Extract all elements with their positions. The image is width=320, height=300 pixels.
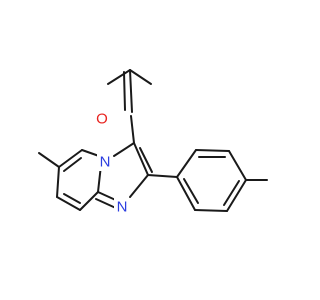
bond-c7-c8 <box>56 196 81 211</box>
bond-ar1-ar2 <box>176 149 197 178</box>
bond-ar4-ar5 <box>226 179 247 212</box>
bond-c3-c2 <box>133 142 149 176</box>
bond-ch2-c3 <box>130 115 135 144</box>
bond-c6-c7 <box>56 166 60 198</box>
bond-carbonyl-ch2 <box>129 69 152 85</box>
bond-c7-c8-double <box>63 193 81 204</box>
molecule-structure: O N N <box>38 69 268 216</box>
bond-ar3-ar4 <box>228 150 247 181</box>
bond-c2-aryl <box>147 174 178 178</box>
bond-c5-c6 <box>58 149 83 168</box>
atom-o-label: O <box>96 111 108 128</box>
bond-c6-methyl <box>38 152 60 168</box>
atom-n-imidazole-label: N <box>117 199 128 216</box>
bond-ar4-ar5-inner <box>223 180 240 206</box>
bonds <box>38 69 268 212</box>
bond-ar6-ar1-inner <box>183 178 199 204</box>
bond-c3-n4 <box>113 142 135 157</box>
bond-ar2-ar3 <box>195 149 230 152</box>
bond-c8-c8a <box>79 191 99 211</box>
bond-n4-c5 <box>81 149 100 157</box>
atom-n-bridgehead-label: N <box>100 154 111 171</box>
bond-ar5-ar6 <box>194 209 228 212</box>
bond-methyl-carbonyl <box>107 69 131 85</box>
bond-carbonyl-o-double <box>123 71 126 111</box>
bond-c3-c2-double <box>139 147 153 173</box>
bond-c5-c6-double <box>63 157 82 172</box>
bond-carbonyl-o <box>129 69 133 113</box>
bond-ar6-ar1 <box>176 176 196 211</box>
bond-c2-n1 <box>129 174 149 198</box>
atom-labels: O N N <box>94 110 130 216</box>
